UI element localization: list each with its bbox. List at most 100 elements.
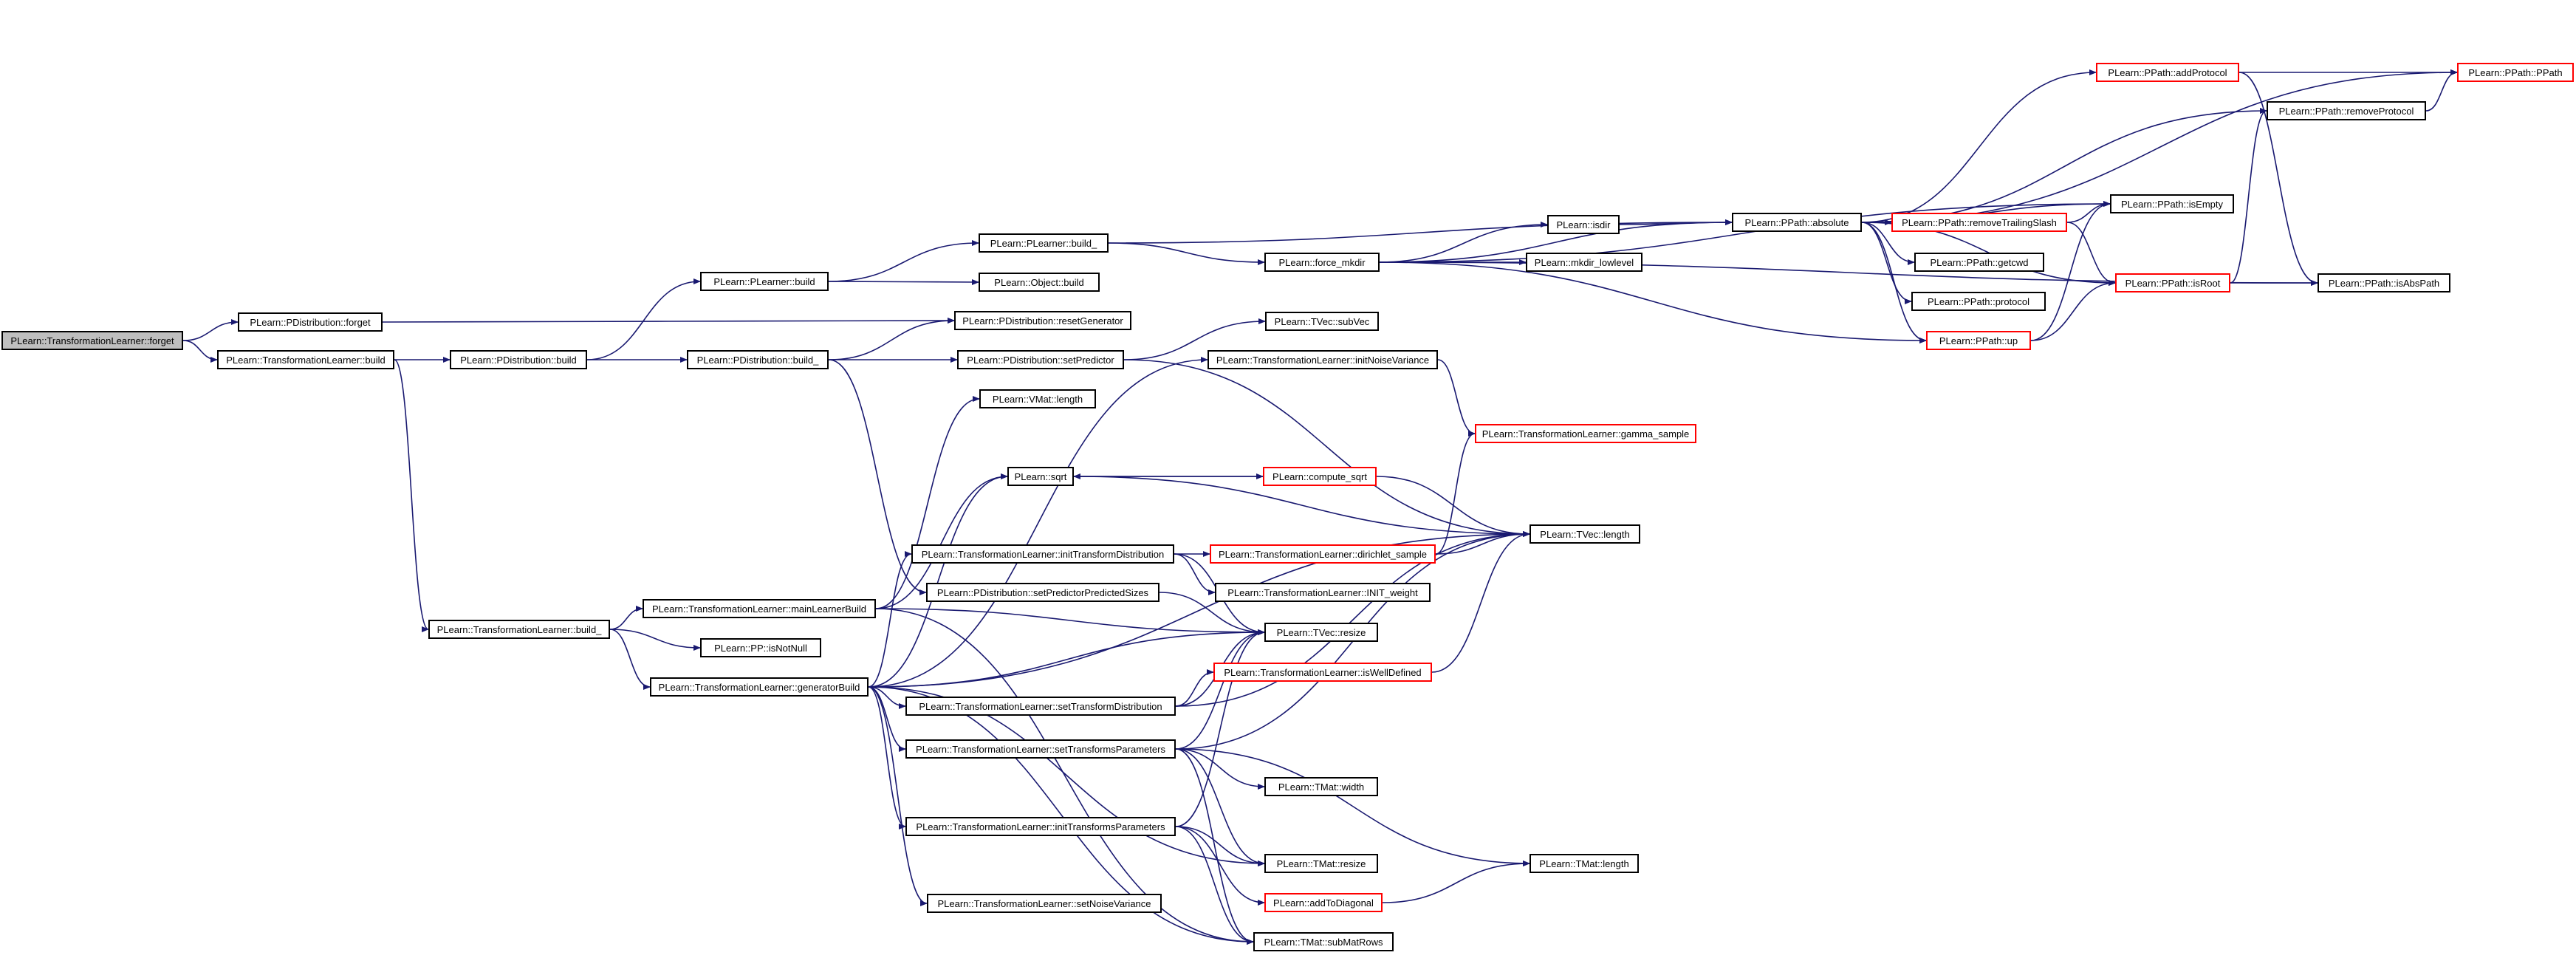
- node-init-weight[interactable]: PLearn::TransformationLearner::INIT_weig…: [1215, 583, 1431, 602]
- node-tl-build-underscore[interactable]: PLearn::TransformationLearner::build_: [428, 620, 610, 639]
- node-compute-sqrt[interactable]: PLearn::compute_sqrt: [1263, 467, 1377, 486]
- edge-ppath-absolute-to-ppath-add-protocol: [1861, 69, 2097, 223]
- node-ppath-is-empty[interactable]: PLearn::PPath::isEmpty: [2110, 194, 2234, 213]
- edge-set-transforms-parameters-to-tvec-resize: [1175, 629, 1265, 750]
- node-pdist-forget[interactable]: PLearn::PDistribution::forget: [238, 312, 383, 332]
- node-tmat-length[interactable]: PLearn::TMat::length: [1530, 854, 1639, 873]
- edge-generator-build-to-tvec-resize: [868, 629, 1265, 688]
- edge-forget-root-to-pdist-forget: [182, 319, 239, 341]
- node-ppath-up[interactable]: PLearn::PPath::up: [1926, 331, 2031, 350]
- edge-init-transforms-parameters-to-tvec-resize: [1175, 629, 1265, 827]
- node-pdist-build[interactable]: PLearn::PDistribution::build: [450, 350, 587, 369]
- edge-set-predictor-to-tvec-length: [1123, 359, 1530, 537]
- edge-generator-build-to-init-transform-distribution: [868, 551, 912, 688]
- edge-generator-build-to-sqrt: [868, 473, 1008, 688]
- edge-generator-build-to-set-noise-variance: [868, 686, 928, 906]
- node-ppath-ppath[interactable]: PLearn::PPath::PPath: [2457, 63, 2574, 82]
- edge-set-transforms-parameters-to-tmat-resize: [1175, 748, 1265, 866]
- node-ppath-remove-trailing-slash[interactable]: PLearn::PPath::removeTrailingSlash: [1891, 213, 2067, 232]
- edge-tl-build-underscore-to-main-learner-build: [609, 606, 643, 630]
- edge-ppath-absolute-to-ppath-protocol: [1861, 222, 1912, 304]
- edge-force-mkdir-to-ppath-up: [1379, 261, 1927, 343]
- edge-set-transforms-parameters-to-tmat-sub-mat-rows: [1175, 748, 1254, 945]
- edge-force-mkdir-to-ppath-absolute: [1379, 219, 1733, 263]
- edge-main-learner-build-to-tmat-sub-mat-rows: [875, 608, 1254, 945]
- node-set-noise-variance[interactable]: PLearn::TransformationLearner::setNoiseV…: [927, 894, 1162, 913]
- node-is-well-defined[interactable]: PLearn::TransformationLearner::isWellDef…: [1213, 663, 1432, 682]
- edge-set-transforms-parameters-to-tmat-length: [1175, 748, 1530, 866]
- node-vmat-length[interactable]: PLearn::VMat::length: [979, 389, 1096, 408]
- edge-main-learner-build-to-sqrt: [875, 473, 1008, 609]
- edge-sqrt-to-tvec-length: [1073, 476, 1530, 537]
- node-main-learner-build[interactable]: PLearn::TransformationLearner::mainLearn…: [643, 599, 876, 618]
- edge-ppath-is-root-to-ppath-remove-protocol: [2230, 108, 2267, 284]
- node-isdir[interactable]: PLearn::isdir: [1547, 215, 1620, 234]
- edge-force-mkdir-to-isdir: [1379, 222, 1548, 263]
- edge-add-to-diagonal-to-tmat-length: [1382, 861, 1530, 903]
- edge-init-noise-variance-to-gamma-sample: [1437, 359, 1476, 437]
- edge-set-predictor-to-tvec-subvec: [1123, 318, 1266, 360]
- edge-ppath-remove-trailing-slash-to-ppath-is-root: [2066, 222, 2116, 286]
- node-set-predictor-predicted-sizes[interactable]: PLearn::PDistribution::setPredictorPredi…: [926, 583, 1159, 602]
- edge-init-transforms-parameters-to-tmat-sub-mat-rows: [1175, 826, 1254, 945]
- node-plearner-build[interactable]: PLearn::PLearner::build: [700, 272, 829, 291]
- node-ppath-absolute[interactable]: PLearn::PPath::absolute: [1732, 213, 1862, 232]
- node-tvec-subvec[interactable]: PLearn::TVec::subVec: [1265, 312, 1379, 331]
- node-dirichlet-sample[interactable]: PLearn::TransformationLearner::dirichlet…: [1210, 544, 1436, 564]
- node-tvec-resize[interactable]: PLearn::TVec::resize: [1264, 623, 1378, 642]
- node-tl-build[interactable]: PLearn::TransformationLearner::build: [217, 350, 394, 369]
- edge-set-predictor-predicted-sizes-to-tvec-resize: [1159, 592, 1265, 635]
- edge-plearner-build-underscore-to-ppath-absolute: [1108, 219, 1733, 244]
- edge-pdist-build-underscore-to-set-predictor-predicted-sizes: [828, 359, 927, 595]
- edge-init-transform-distribution-to-init-weight: [1174, 553, 1216, 595]
- node-plearner-build-underscore[interactable]: PLearn::PLearner::build_: [979, 233, 1109, 253]
- edge-generator-build-to-init-transforms-parameters: [868, 686, 906, 829]
- node-gamma-sample[interactable]: PLearn::TransformationLearner::gamma_sam…: [1475, 424, 1696, 443]
- edge-tl-build-underscore-to-pp-is-not-null: [609, 629, 701, 651]
- edge-generator-build-to-init-noise-variance: [868, 357, 1208, 688]
- node-force-mkdir[interactable]: PLearn::force_mkdir: [1264, 253, 1380, 272]
- node-pp-is-not-null[interactable]: PLearn::PP::isNotNull: [700, 638, 821, 657]
- edge-tl-build-underscore-to-generator-build: [609, 629, 651, 690]
- node-ppath-add-protocol[interactable]: PLearn::PPath::addProtocol: [2096, 63, 2239, 82]
- edge-is-well-defined-to-tvec-length: [1431, 531, 1530, 673]
- edge-generator-build-to-tvec-length: [868, 531, 1530, 688]
- node-init-transform-distribution[interactable]: PLearn::TransformationLearner::initTrans…: [911, 544, 1174, 564]
- node-ppath-remove-protocol[interactable]: PLearn::PPath::removeProtocol: [2267, 101, 2426, 120]
- node-add-to-diagonal[interactable]: PLearn::addToDiagonal: [1264, 893, 1383, 912]
- node-object-build[interactable]: PLearn::Object::build: [979, 273, 1100, 292]
- edge-ppath-absolute-to-ppath-getcwd: [1861, 222, 1915, 265]
- node-set-predictor[interactable]: PLearn::PDistribution::setPredictor: [957, 350, 1124, 369]
- node-tvec-length[interactable]: PLearn::TVec::length: [1530, 524, 1640, 544]
- node-ppath-protocol[interactable]: PLearn::PPath::protocol: [1911, 292, 2046, 311]
- edge-tl-build-to-tl-build-underscore: [394, 359, 429, 632]
- edge-pdist-forget-to-reset-generator: [382, 318, 955, 324]
- node-init-noise-variance[interactable]: PLearn::TransformationLearner::initNoise…: [1208, 350, 1438, 369]
- node-set-transforms-parameters[interactable]: PLearn::TransformationLearner::setTransf…: [905, 739, 1176, 759]
- edge-pdist-build-underscore-to-reset-generator: [828, 318, 955, 360]
- node-ppath-is-abs-path[interactable]: PLearn::PPath::isAbsPath: [2318, 273, 2450, 292]
- edge-pdist-build-to-plearner-build: [586, 278, 701, 360]
- node-ppath-is-root[interactable]: PLearn::PPath::isRoot: [2115, 273, 2230, 292]
- edge-forget-root-to-tl-build: [182, 340, 218, 363]
- edge-init-transforms-parameters-to-add-to-diagonal: [1175, 826, 1265, 906]
- node-tmat-width[interactable]: PLearn::TMat::width: [1264, 777, 1378, 796]
- node-tmat-sub-mat-rows[interactable]: PLearn::TMat::subMatRows: [1253, 932, 1394, 951]
- node-pdist-build-underscore[interactable]: PLearn::PDistribution::build_: [687, 350, 829, 369]
- edge-main-learner-build-to-tvec-resize: [875, 608, 1265, 635]
- edge-plearner-build-underscore-to-force-mkdir: [1108, 242, 1265, 265]
- node-init-transforms-parameters[interactable]: PLearn::TransformationLearner::initTrans…: [905, 817, 1176, 836]
- node-forget-root[interactable]: PLearn::TransformationLearner::forget: [1, 331, 183, 350]
- node-mkdir-lowlevel[interactable]: PLearn::mkdir_lowlevel: [1526, 253, 1642, 272]
- edge-plearner-build-to-plearner-build-underscore: [828, 240, 979, 282]
- node-tmat-resize[interactable]: PLearn::TMat::resize: [1264, 854, 1378, 873]
- node-set-transform-distribution[interactable]: PLearn::TransformationLearner::setTransf…: [905, 697, 1176, 716]
- edge-init-transforms-parameters-to-tmat-resize: [1175, 826, 1265, 866]
- edge-ppath-add-protocol-to-ppath-is-abs-path: [2238, 72, 2318, 286]
- edge-ppath-up-to-ppath-is-empty: [2030, 201, 2111, 341]
- node-ppath-getcwd[interactable]: PLearn::PPath::getcwd: [1914, 253, 2044, 272]
- node-sqrt[interactable]: PLearn::sqrt: [1007, 467, 1074, 486]
- node-reset-generator[interactable]: PLearn::PDistribution::resetGenerator: [954, 311, 1131, 330]
- node-generator-build[interactable]: PLearn::TransformationLearner::generator…: [650, 677, 869, 697]
